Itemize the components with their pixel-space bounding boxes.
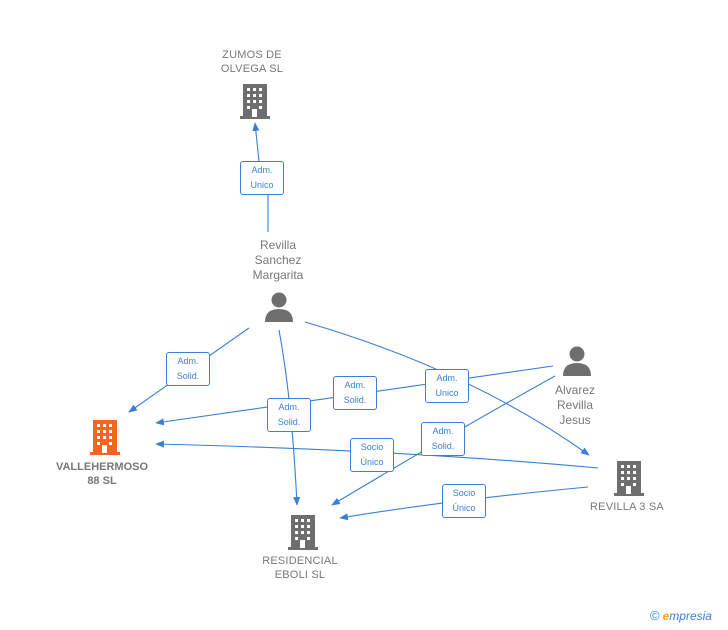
- node-label-revilla-sanchez[interactable]: Revilla Sanchez Margarita: [252, 238, 304, 282]
- brand-name: mpresia: [669, 609, 712, 623]
- edge-label[interactable]: Adm. Solid.: [333, 376, 377, 410]
- edge-label[interactable]: Adm. Solid.: [421, 422, 465, 456]
- node-label-revilla3[interactable]: REVILLA 3 SA: [590, 501, 664, 513]
- node-label-vallehermoso[interactable]: VALLEHERMOSO 88 SL: [55, 461, 149, 487]
- building-icon-highlight[interactable]: [88, 418, 122, 456]
- node-label-residencial[interactable]: RESIDENCIAL EBOLI SL: [262, 555, 338, 581]
- edge-label[interactable]: Adm. Unico: [425, 369, 469, 403]
- edge-label[interactable]: Socio Único: [442, 484, 486, 518]
- node-label-zumos[interactable]: ZUMOS DE OLVEGA SL: [220, 49, 284, 75]
- person-icon[interactable]: [562, 345, 592, 377]
- copyright-icon: ©: [650, 608, 660, 623]
- edge-label[interactable]: Adm. Unico: [240, 161, 284, 195]
- brand-logo[interactable]: ©empresia: [650, 608, 712, 623]
- building-icon[interactable]: [286, 513, 320, 551]
- edge-label[interactable]: Socio Único: [350, 438, 394, 472]
- person-icon[interactable]: [264, 291, 294, 323]
- edge-label[interactable]: Adm. Solid.: [166, 352, 210, 386]
- brand-initial: e: [662, 609, 670, 623]
- edge-label[interactable]: Adm. Solid.: [267, 398, 311, 432]
- building-icon[interactable]: [612, 459, 646, 497]
- node-label-alvarez[interactable]: Alvarez Revilla Jesus: [554, 383, 595, 427]
- building-icon[interactable]: [238, 82, 272, 120]
